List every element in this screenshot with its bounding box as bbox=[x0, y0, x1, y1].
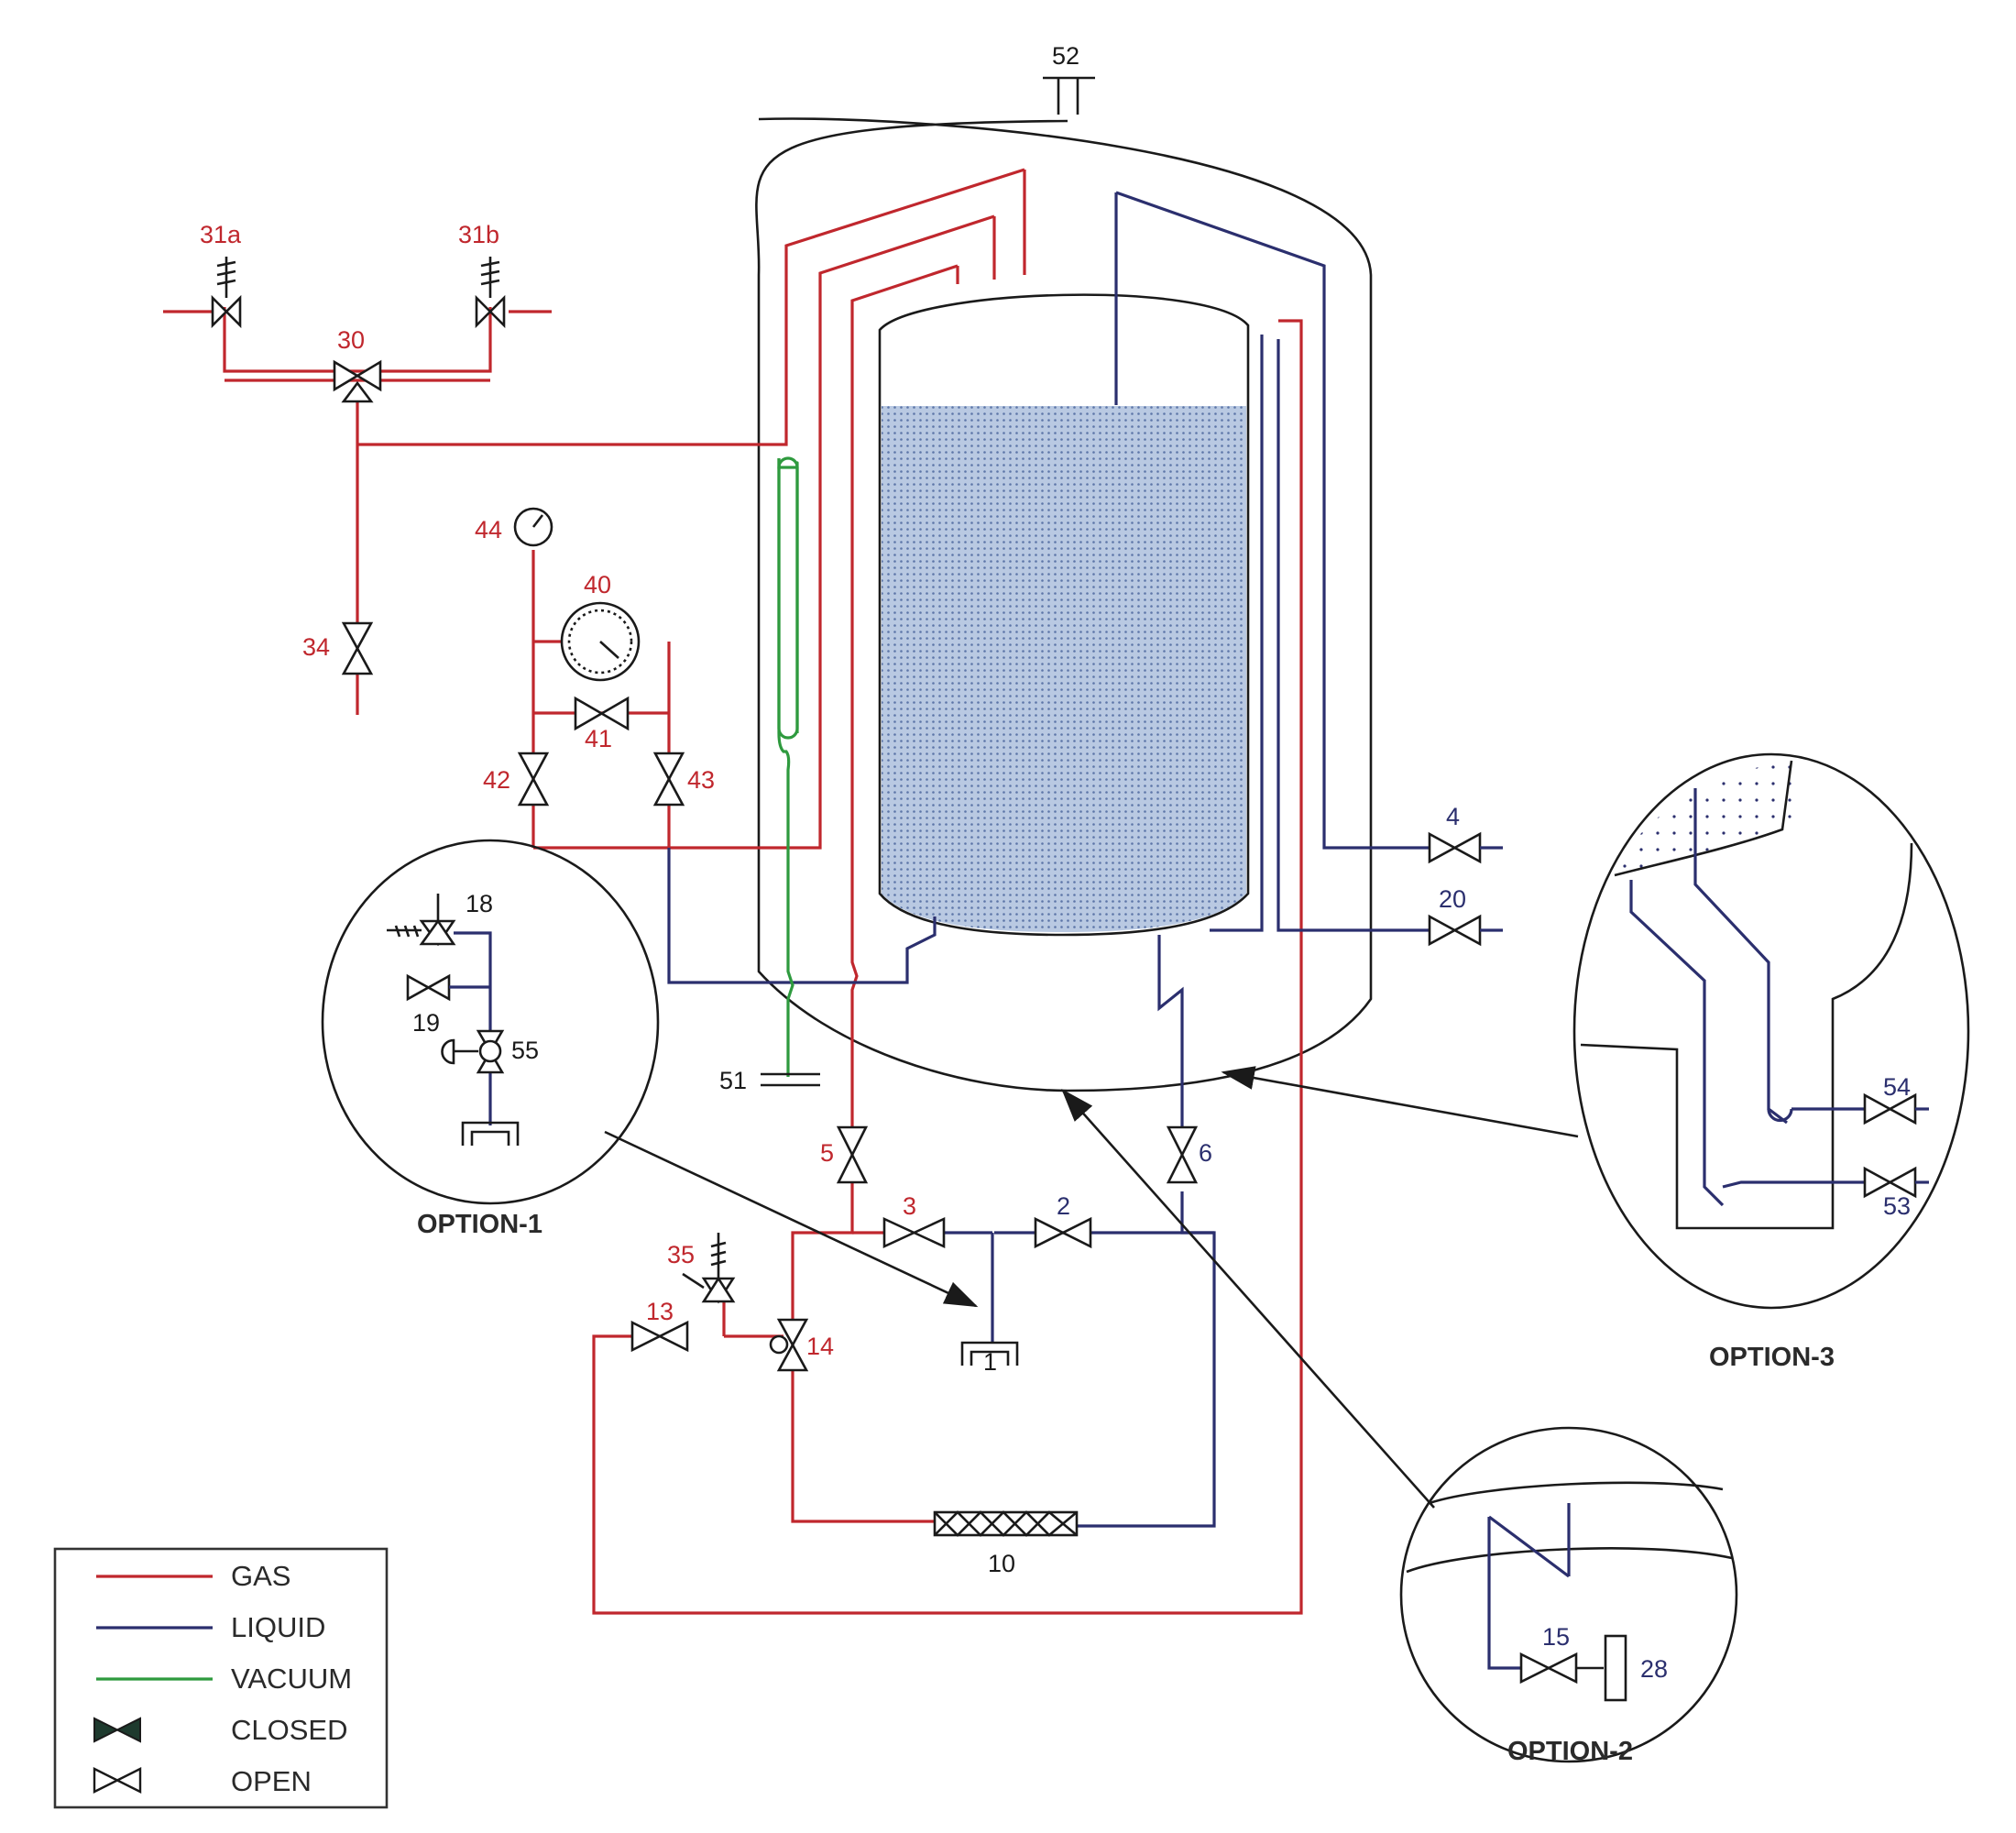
option-1-detail bbox=[321, 839, 660, 1205]
label-31b: 31b bbox=[458, 221, 499, 248]
valve-14 bbox=[776, 1318, 809, 1372]
option-3-label: OPTION-3 bbox=[1709, 1343, 1835, 1372]
label-34: 34 bbox=[302, 633, 330, 661]
legend: GAS LIQUID VACUUM CLOSED OPEN bbox=[53, 1547, 389, 1809]
valve-41 bbox=[574, 696, 630, 731]
legend-liquid: LIQUID bbox=[231, 1611, 325, 1643]
liquid-lines bbox=[667, 191, 1430, 1528]
valve-13 bbox=[630, 1320, 689, 1353]
label-3: 3 bbox=[903, 1192, 916, 1220]
label-10: 10 bbox=[988, 1550, 1015, 1577]
gas-lines bbox=[163, 168, 1303, 1615]
label-13: 13 bbox=[646, 1298, 674, 1325]
label-15: 15 bbox=[1542, 1623, 1570, 1651]
valve-3 bbox=[882, 1216, 946, 1249]
valve-2 bbox=[1034, 1216, 1092, 1249]
label-19: 19 bbox=[412, 1009, 440, 1037]
label-53: 53 bbox=[1883, 1192, 1911, 1220]
label-35: 35 bbox=[667, 1241, 695, 1268]
option-2-detail bbox=[1399, 1426, 1738, 1763]
valve-43 bbox=[652, 752, 685, 807]
label-1: 1 bbox=[983, 1348, 997, 1376]
label-14: 14 bbox=[806, 1333, 834, 1360]
valve-5 bbox=[836, 1125, 869, 1184]
label-43: 43 bbox=[687, 766, 715, 794]
valve-4 bbox=[1428, 831, 1482, 864]
legend-open: OPEN bbox=[231, 1765, 312, 1797]
label-51: 51 bbox=[719, 1067, 747, 1094]
liquid-fill bbox=[882, 406, 1246, 932]
label-18: 18 bbox=[466, 890, 493, 917]
label-5: 5 bbox=[820, 1139, 834, 1167]
label-2: 2 bbox=[1057, 1192, 1070, 1220]
valve-6 bbox=[1166, 1125, 1199, 1184]
label-54: 54 bbox=[1883, 1073, 1911, 1101]
label-52: 52 bbox=[1052, 42, 1079, 70]
valve-30 bbox=[333, 359, 382, 392]
label-4: 4 bbox=[1446, 803, 1460, 830]
top-flange-52 bbox=[1043, 76, 1095, 115]
label-42: 42 bbox=[483, 766, 510, 794]
label-30: 30 bbox=[337, 326, 365, 354]
label-20: 20 bbox=[1439, 885, 1466, 913]
closed-valve-icon bbox=[93, 1717, 141, 1743]
valve-20 bbox=[1428, 914, 1482, 947]
label-41: 41 bbox=[585, 725, 612, 752]
valve-42 bbox=[517, 752, 550, 807]
option-1-label: OPTION-1 bbox=[417, 1210, 542, 1239]
valve-34 bbox=[341, 621, 374, 675]
label-28: 28 bbox=[1640, 1655, 1668, 1683]
vacuum-line bbox=[777, 456, 799, 1077]
label-31a: 31a bbox=[200, 221, 242, 248]
label-40: 40 bbox=[584, 571, 611, 598]
valves bbox=[211, 257, 1503, 1537]
valve-31a bbox=[211, 294, 242, 329]
inner-vessel bbox=[878, 293, 1250, 937]
legend-closed: CLOSED bbox=[231, 1714, 347, 1746]
option-2-label: OPTION-2 bbox=[1507, 1737, 1633, 1766]
legend-vacuum: VACUUM bbox=[231, 1663, 352, 1695]
label-55: 55 bbox=[511, 1037, 539, 1064]
label-6: 6 bbox=[1199, 1139, 1212, 1167]
vaporizer-10 bbox=[933, 1510, 1079, 1537]
callout-arrows bbox=[604, 1066, 1579, 1509]
labels: 52 31a 31b 30 34 44 40 41 42 43 4 20 18 … bbox=[200, 42, 1911, 1766]
connector-1 bbox=[960, 1341, 1019, 1366]
legend-gas: GAS bbox=[231, 1560, 290, 1592]
label-44: 44 bbox=[475, 516, 502, 543]
valve-31b bbox=[475, 294, 506, 329]
flange-51 bbox=[761, 1072, 820, 1087]
option-3-detail bbox=[1572, 752, 1970, 1310]
open-valve-icon bbox=[93, 1767, 142, 1794]
